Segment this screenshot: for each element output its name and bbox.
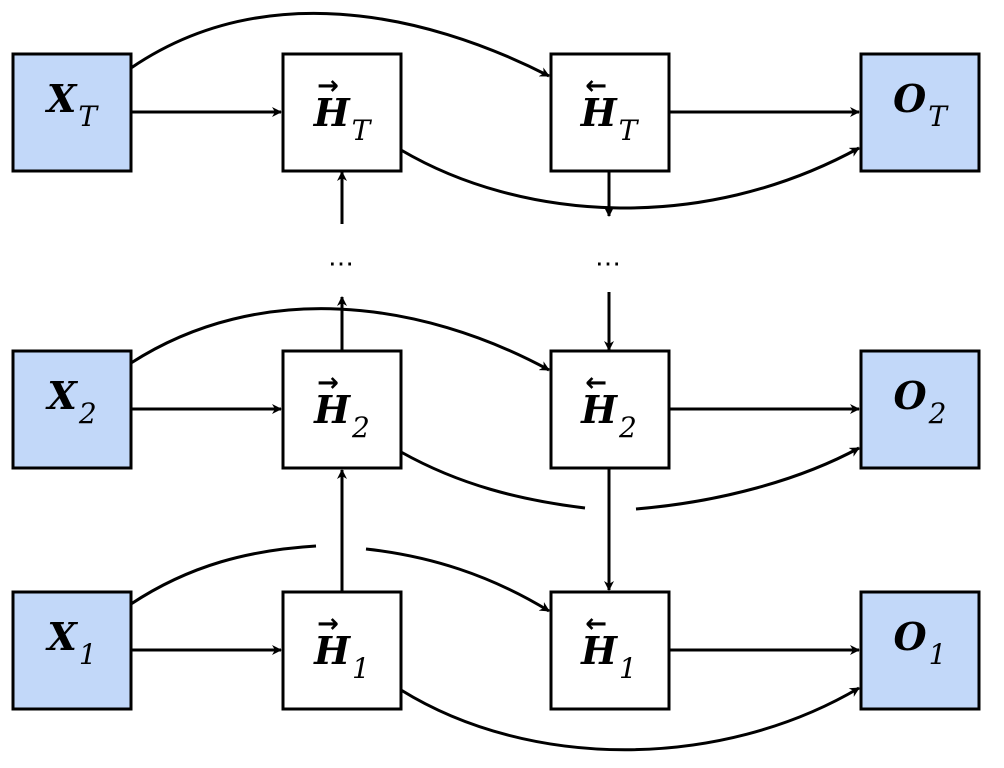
- node-output-oT: OT: [859, 52, 981, 173]
- forward-arrow-accent: →: [317, 368, 339, 398]
- node-forward-hidden-h1: H1 →: [281, 590, 403, 711]
- node-sub: T: [352, 114, 373, 147]
- node-sub: 1: [929, 638, 947, 671]
- node-sub: 2: [351, 411, 370, 444]
- edges: [130, 11, 860, 752]
- edge-fwdHT-to-oT: [400, 146, 860, 210]
- svg-text:X1: X1: [45, 614, 96, 671]
- svg-text:O1: O1: [894, 614, 947, 671]
- svg-text:O2: O2: [894, 373, 947, 430]
- svg-text:HT: HT: [313, 90, 373, 147]
- node-sub: T: [928, 100, 949, 133]
- svg-text:X2: X2: [45, 373, 96, 430]
- node-input-x1: X1: [11, 590, 133, 711]
- edge-fwdH1-to-o1: [400, 686, 860, 752]
- node-backward-hidden-h2: H2 ←: [549, 349, 671, 470]
- edge-xT-to-bwdHT: [130, 11, 550, 78]
- node-sub: T: [78, 100, 99, 133]
- edge-fwdH2-to-o2-a: [400, 450, 586, 510]
- node-sub: 1: [352, 652, 370, 685]
- ellipsis-forward: ⋯: [328, 249, 356, 279]
- forward-arrow-accent: →: [317, 609, 339, 639]
- ellipsis-backward: ⋯: [595, 249, 623, 279]
- node-base: X: [45, 373, 78, 418]
- node-base: O: [894, 373, 927, 418]
- node-base: H: [580, 387, 618, 432]
- node-base: H: [313, 628, 351, 673]
- edge-x1-to-bwdH1-a: [130, 544, 317, 606]
- svg-text:H2: H2: [580, 387, 637, 444]
- edge-fwdH2-to-o2-b: [635, 446, 860, 511]
- backward-arrow-accent: ←: [585, 609, 607, 639]
- node-output-o2: O2: [859, 349, 981, 470]
- node-base: H: [580, 628, 618, 673]
- node-base: O: [893, 76, 926, 121]
- svg-text:HT: HT: [580, 90, 640, 147]
- node-sub: 1: [619, 652, 637, 685]
- node-base: H: [313, 387, 351, 432]
- node-input-x2: X2: [11, 349, 133, 470]
- node-base: O: [894, 614, 927, 659]
- node-sub: 2: [618, 411, 637, 444]
- svg-text:H1: H1: [580, 628, 637, 685]
- svg-text:H1: H1: [313, 628, 370, 685]
- edge-x1-to-bwdH1-b: [365, 547, 550, 613]
- node-sub: 1: [79, 638, 97, 671]
- node-base: X: [45, 614, 78, 659]
- node-base: H: [313, 90, 351, 135]
- node-sub: 2: [78, 397, 97, 430]
- svg-text:H2: H2: [313, 387, 370, 444]
- node-input-xT: XT: [11, 52, 133, 173]
- node-forward-hidden-h2: H2 →: [281, 349, 403, 470]
- forward-arrow-accent: →: [317, 71, 339, 101]
- node-output-o1: O1: [859, 590, 981, 711]
- node-backward-hidden-hT: HT ←: [549, 52, 671, 173]
- node-sub: T: [619, 114, 640, 147]
- edge-x2-to-bwdH2: [130, 307, 550, 372]
- node-base: H: [580, 90, 618, 135]
- node-backward-hidden-h1: H1 ←: [549, 590, 671, 711]
- backward-arrow-accent: ←: [585, 368, 607, 398]
- node-forward-hidden-hT: HT →: [281, 52, 403, 173]
- svg-text:XT: XT: [45, 76, 99, 133]
- node-sub: 2: [928, 397, 947, 430]
- backward-arrow-accent: ←: [585, 71, 607, 101]
- svg-text:OT: OT: [893, 76, 949, 133]
- node-base: X: [45, 76, 78, 121]
